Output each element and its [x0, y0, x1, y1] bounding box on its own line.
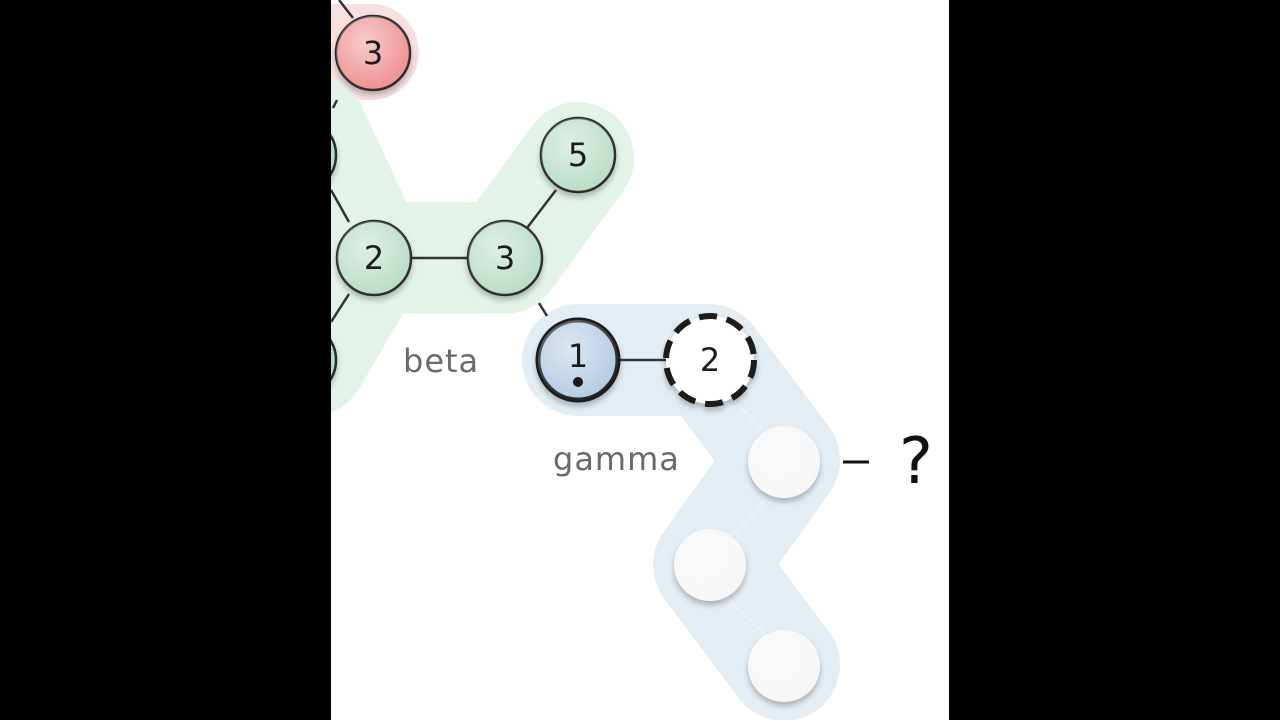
node-empty-1[interactable] [748, 426, 820, 498]
group-label-beta: beta [403, 342, 479, 380]
edge-e1-e2 [728, 496, 770, 539]
pointer-dot [573, 377, 583, 387]
node-green-3[interactable]: 3 [466, 219, 544, 297]
node-label: 3 [363, 34, 383, 72]
edge-w2-e1 [734, 400, 764, 431]
node-green-2[interactable]: 2 [335, 219, 413, 297]
node-empty-3[interactable] [748, 630, 820, 702]
node-label: 2 [364, 239, 384, 277]
diagram-canvas: 3 2 3 5 1 [331, 0, 949, 720]
edge-e2-e3 [728, 599, 770, 639]
node-red-3[interactable]: 3 [334, 14, 412, 92]
group-label-gamma: gamma [553, 440, 680, 478]
node-green-edge-top[interactable] [331, 118, 338, 192]
node-empty-2[interactable] [674, 529, 746, 601]
node-label: 3 [495, 239, 515, 277]
node-label: 5 [568, 136, 588, 174]
edge-left-g2 [331, 189, 351, 223]
question-mark: ? [899, 425, 933, 499]
tree-edges [331, 0, 869, 639]
edge-top-red [338, 0, 354, 19]
node-green-5[interactable]: 5 [539, 116, 617, 194]
edge-g2-left [331, 293, 351, 323]
tree-diagram: 3 2 3 5 1 [331, 0, 933, 720]
edge-red-stub [331, 99, 339, 109]
node-green-edge-bottom[interactable] [331, 323, 338, 397]
node-label: 1 [568, 337, 588, 375]
node-label: 2 [700, 341, 720, 379]
node-blue-1-current[interactable]: 1 [535, 317, 621, 403]
edge-g3-b1 [537, 302, 549, 317]
node-white-2-target[interactable]: 2 [663, 313, 757, 407]
edge-g3-g5 [526, 189, 557, 229]
